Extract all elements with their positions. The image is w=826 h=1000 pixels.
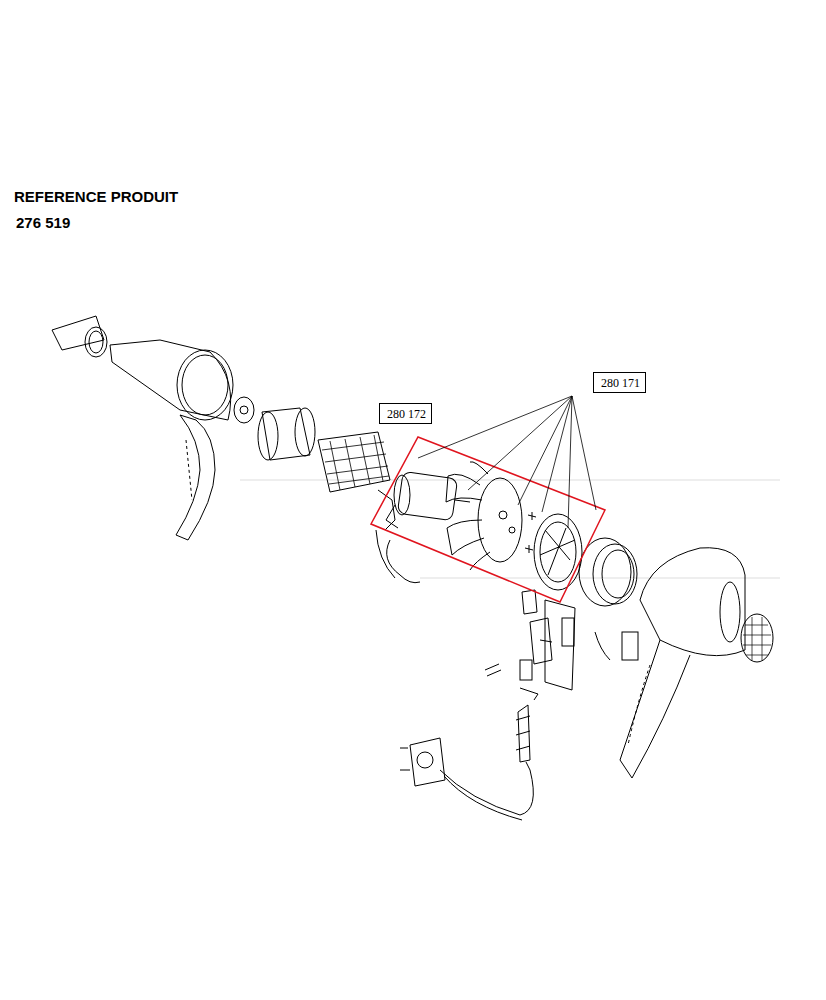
callout-number: 280 171 [601,376,638,391]
callout-box: 280 171 [593,372,646,393]
leader-lines [418,396,596,528]
reference-number: 276 519 [16,214,70,231]
title-heading: REFERENCE PRODUIT [14,188,178,205]
callout-box: 280 172 [379,403,432,424]
callout-number: 280 172 [387,407,424,422]
